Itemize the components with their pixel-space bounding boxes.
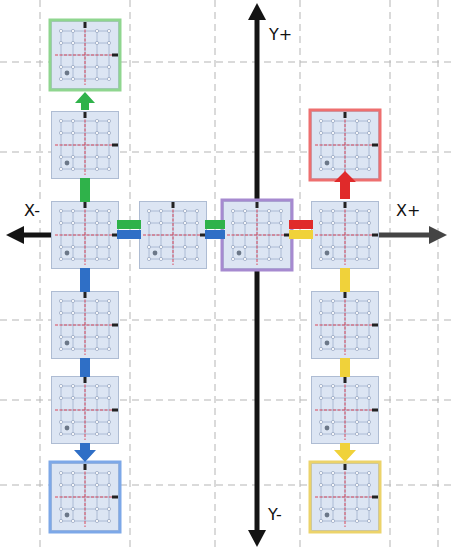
axis-label: X- (22, 202, 42, 220)
axis-label: Y+ (267, 26, 294, 44)
axis-label: X+ (394, 202, 422, 220)
axis-label: Y- (266, 506, 284, 524)
